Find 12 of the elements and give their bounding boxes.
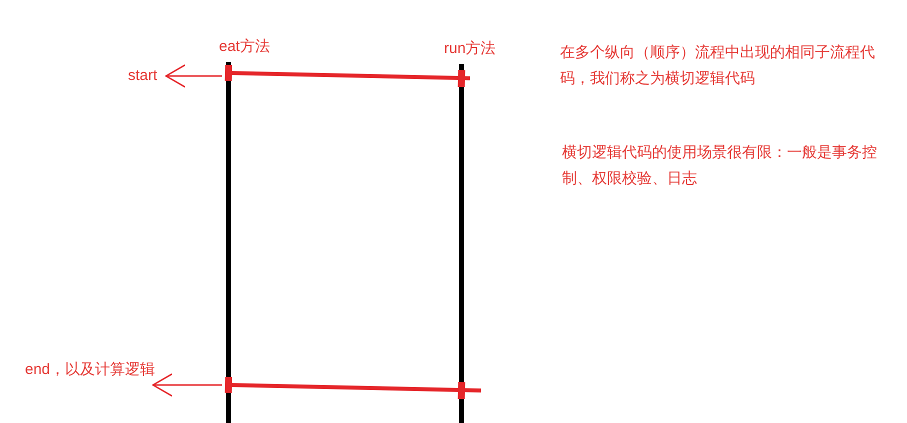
connector-line: [224, 376, 482, 400]
arrow-label: end，以及计算逻辑: [25, 360, 156, 380]
lifeline-bar: [459, 64, 464, 423]
arrow: [165, 64, 222, 88]
lifeline-label: eat方法: [219, 37, 270, 57]
note-text: 在多个纵向（顺序）流程中出现的相同子流程代码，我们称之为横切逻辑代码: [560, 43, 876, 89]
lifeline-label: run方法: [444, 39, 496, 59]
note-text: 横切逻辑代码的使用场景很有限：一般是事务控制、权限校验、日志: [562, 143, 878, 189]
arrow-label: start: [128, 66, 158, 86]
arrow: [152, 373, 222, 397]
lifeline-bar: [226, 62, 231, 423]
connector-line: [224, 64, 470, 88]
